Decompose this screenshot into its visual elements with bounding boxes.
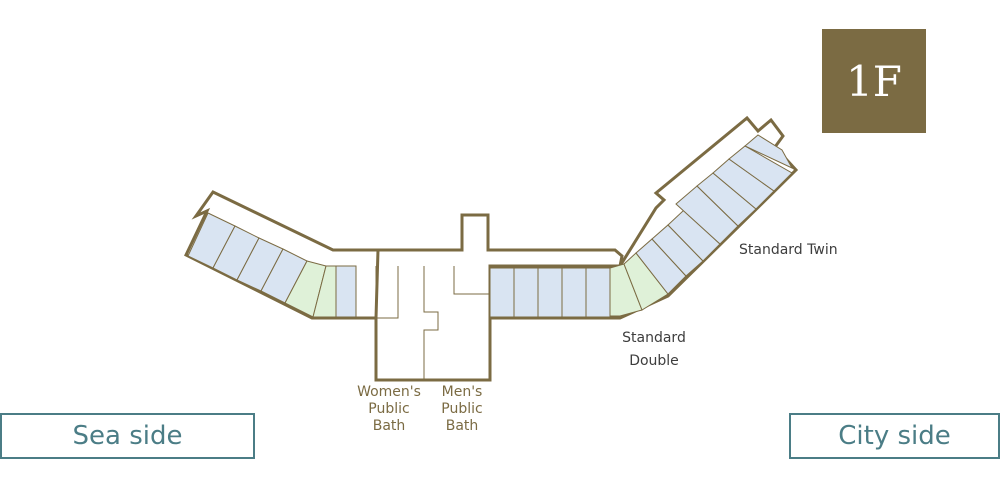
west-twin-room-small — [335, 265, 357, 318]
room-twin[interactable] — [537, 267, 563, 318]
city-side-button[interactable]: City side — [789, 413, 1000, 459]
city-side-label: City side — [838, 421, 951, 451]
sea-side-button[interactable]: Sea side — [0, 413, 255, 459]
sea-side-label: Sea side — [72, 421, 183, 451]
east-straight-twin-rooms — [489, 267, 611, 318]
east-double-rooms — [609, 252, 669, 317]
room-double[interactable] — [609, 263, 643, 317]
room-twin[interactable] — [728, 145, 793, 192]
west-double-rooms — [284, 260, 337, 318]
mens-bath-walls — [453, 266, 490, 295]
floor-badge: 1F — [822, 29, 926, 133]
room-twin[interactable] — [585, 267, 611, 318]
bath-divider — [423, 266, 439, 380]
mens-public-bath-label: Men's Public Bath — [441, 384, 483, 434]
womens-public-bath-label: Women's Public Bath — [357, 384, 421, 434]
central-block-outline — [374, 213, 624, 382]
room-twin[interactable] — [335, 265, 357, 318]
room-twin[interactable] — [489, 267, 515, 318]
standard-twin-label: Standard Twin — [739, 242, 838, 258]
womens-bath-walls — [375, 266, 399, 319]
room-twin[interactable] — [561, 267, 587, 318]
room-twin[interactable] — [513, 267, 539, 318]
west-twin-rooms — [187, 212, 308, 304]
east-diagonal-twin-rooms — [635, 134, 794, 295]
standard-double-label: Standard Double — [622, 330, 686, 369]
floor-label: 1F — [846, 56, 902, 106]
room-twin[interactable] — [744, 134, 794, 170]
